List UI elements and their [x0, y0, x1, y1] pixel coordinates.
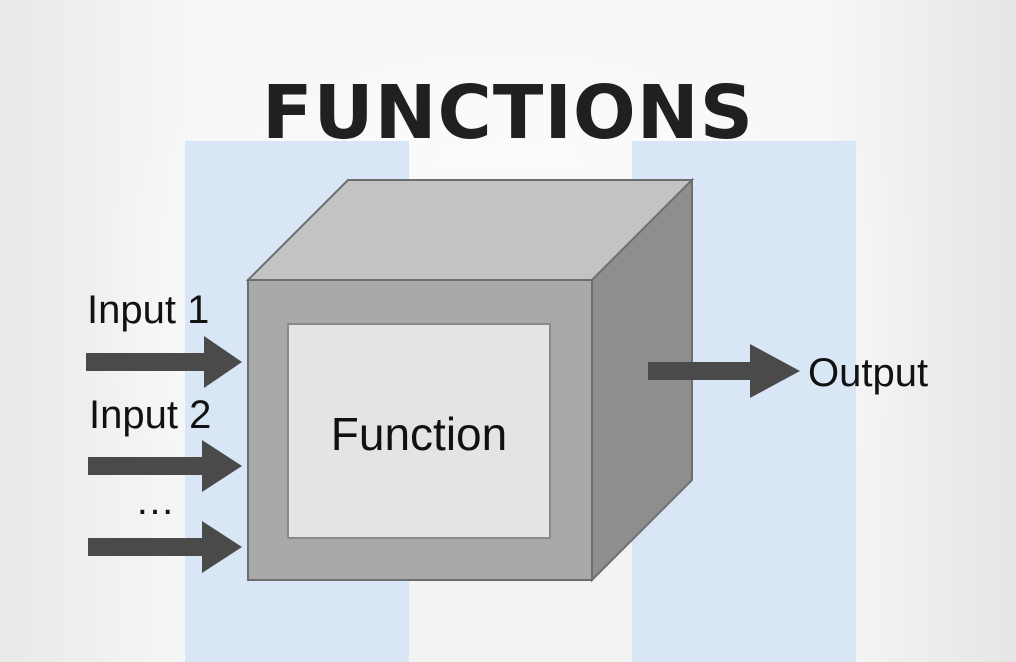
output-label: Output: [808, 351, 928, 395]
function-panel: [287, 323, 551, 539]
input-arrow-2: [88, 440, 242, 492]
function-label: Function: [331, 408, 507, 460]
input-arrow-1: [86, 336, 242, 388]
input-label-2: Input 2: [89, 393, 211, 437]
input-arrow-3: [88, 521, 242, 573]
output-arrow: [648, 344, 800, 398]
input-label-1: Input 1: [87, 288, 209, 332]
function-cube: Function: [245, 177, 695, 583]
page-title: FUNCTIONS: [261, 70, 755, 156]
input-label-ellipsis: …: [135, 479, 175, 523]
